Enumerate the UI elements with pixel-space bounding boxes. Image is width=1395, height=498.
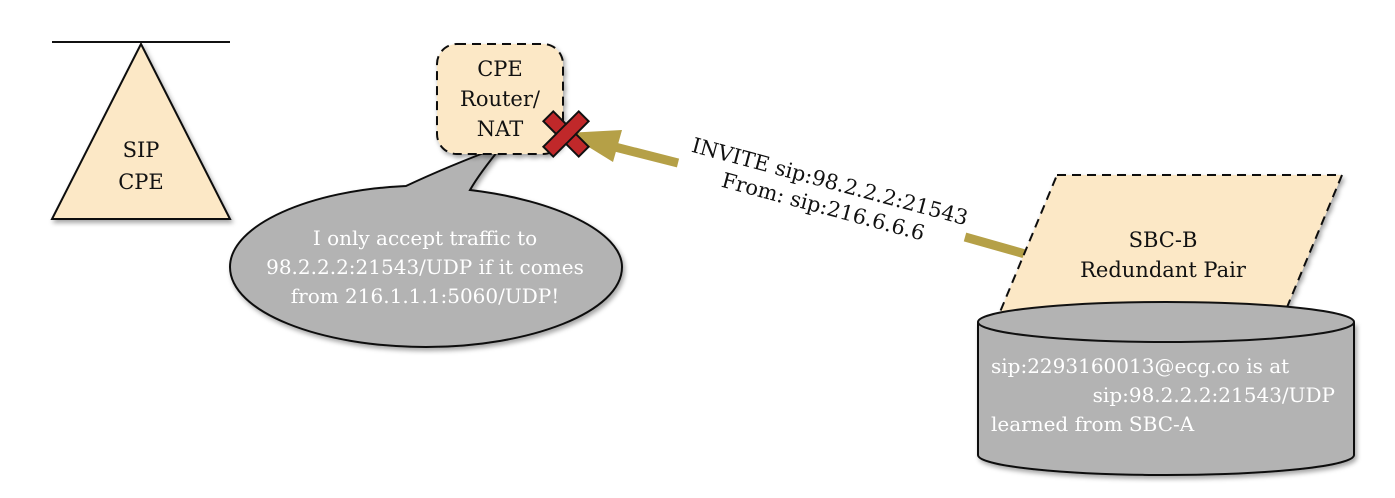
sbc-b-node: SBC-B Redundant Pair bbox=[998, 174, 1344, 313]
speech-bubble-line2: 98.2.2.2:21543/UDP if it comes bbox=[266, 255, 584, 279]
cpe-router-node: CPE Router/ NAT bbox=[436, 43, 564, 155]
speech-bubble: I only accept traffic to 98.2.2.2:21543/… bbox=[228, 143, 624, 349]
sbc-b-shape bbox=[998, 174, 1344, 313]
database-line2: sip:98.2.2.2:21543/UDP bbox=[1093, 383, 1335, 407]
cpe-router-label-line2: Router/ bbox=[460, 87, 541, 111]
database-line1: sip:2293160013@ecg.co is at bbox=[991, 354, 1289, 378]
cpe-router-box bbox=[436, 43, 564, 155]
database-body bbox=[977, 322, 1355, 476]
cpe-router-label-line1: CPE bbox=[477, 57, 523, 81]
speech-bubble-line1: I only accept traffic to bbox=[313, 226, 537, 250]
invite-message: INVITE sip:98.2.2.2:21543 From: sip:216.… bbox=[689, 133, 970, 245]
arrow-shaft-near-sbc bbox=[963, 232, 1027, 259]
database-top bbox=[977, 301, 1355, 343]
sip-cpe-triangle bbox=[50, 41, 232, 220]
sip-cpe-label-line1: SIP bbox=[123, 138, 160, 162]
x-mark-icon bbox=[541, 109, 591, 159]
arrow-shaft-near-router bbox=[613, 142, 680, 168]
sbc-b-label-line1: SBC-B bbox=[1129, 228, 1198, 252]
cpe-router-label-line3: NAT bbox=[477, 117, 523, 141]
database-line3: learned from SBC-A bbox=[991, 412, 1195, 436]
speech-bubble-shape bbox=[228, 143, 624, 349]
speech-bubble-line3: from 216.1.1.1:5060/UDP! bbox=[291, 284, 560, 308]
sip-cpe-node: SIP CPE bbox=[50, 41, 232, 220]
sip-cpe-label-line2: CPE bbox=[118, 170, 164, 194]
registration-database: sip:2293160013@ecg.co is at sip:98.2.2.2… bbox=[977, 301, 1355, 476]
sbc-b-label-line2: Redundant Pair bbox=[1080, 258, 1247, 282]
